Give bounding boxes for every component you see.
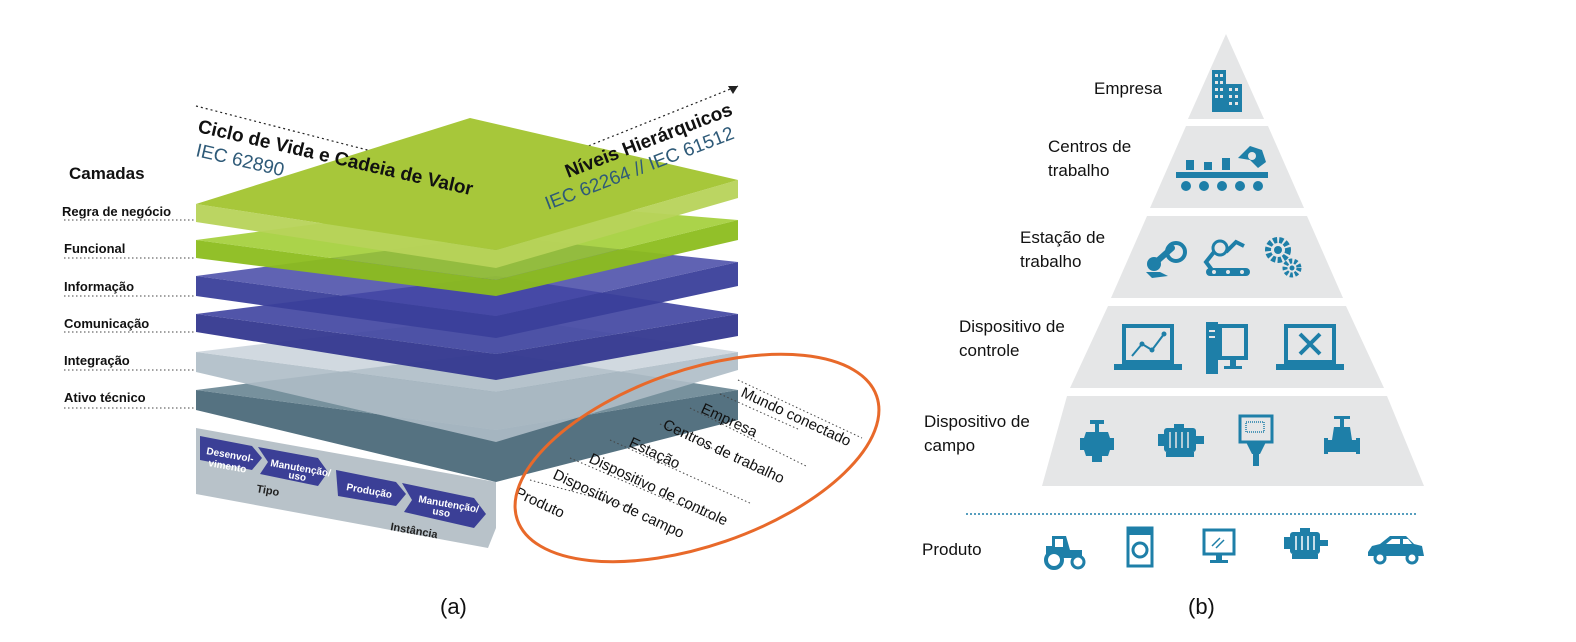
highlight-ellipse bbox=[513, 352, 881, 564]
pyramid-label-estacao-1: Estação de bbox=[1020, 228, 1105, 247]
pyramid-tier-controle bbox=[1070, 306, 1384, 388]
pipe-valve-icon bbox=[1324, 416, 1360, 454]
layers-header: Camadas bbox=[69, 164, 145, 183]
layer-label-informacao: Informação bbox=[64, 279, 134, 294]
level-mundo-conectado: Mundo conectado bbox=[738, 384, 853, 450]
slab-comunicacao bbox=[196, 314, 738, 380]
lifecycle-instance-step-2b: uso bbox=[431, 506, 450, 520]
pyramid-tier-estacao bbox=[1111, 216, 1343, 298]
layer-label-integracao: Integração bbox=[64, 353, 130, 368]
tractor-icon bbox=[1044, 536, 1086, 570]
lifecycle-type-label: Tipo bbox=[255, 483, 280, 499]
monitor-icon bbox=[1202, 528, 1236, 563]
pyramid-label-empresa: Empresa bbox=[1094, 79, 1163, 98]
pyramid-tier-campo bbox=[1042, 396, 1424, 486]
motor-icon bbox=[1158, 424, 1204, 457]
product-label: Produto bbox=[922, 540, 982, 559]
pyramid-label-estacao-2: trabalho bbox=[1020, 252, 1081, 271]
valve-icon bbox=[1080, 420, 1114, 462]
svg-text:Tipo: Tipo bbox=[255, 483, 280, 499]
caption-a: (a) bbox=[440, 594, 467, 619]
lifecycle-band: Desenvol- vimento Manutenção/ uso Tipo P… bbox=[196, 428, 496, 548]
slab-ativo-tecnico bbox=[196, 390, 738, 482]
layer-label-funcional: Funcional bbox=[64, 241, 125, 256]
slab-informacao bbox=[196, 262, 738, 338]
desktop-computer-icon bbox=[1206, 322, 1248, 374]
pyramid-label-centros-1: Centros de bbox=[1048, 137, 1131, 156]
building-icon bbox=[1212, 70, 1242, 112]
level-produto: Produto bbox=[512, 484, 567, 522]
layer-label-regra: Regra de negócio bbox=[62, 204, 171, 219]
pyramid-label-controle-1: Dispositivo de bbox=[959, 317, 1065, 336]
pyramid-label-campo-1: Dispositivo de bbox=[924, 412, 1030, 431]
rami-diagram: Desenvol- vimento Manutenção/ uso Tipo P… bbox=[62, 85, 881, 619]
pyramid-label-centros-2: trabalho bbox=[1048, 161, 1109, 180]
layer-slabs bbox=[196, 118, 738, 482]
gears-icon bbox=[1265, 237, 1302, 278]
conveyor-robot-icon bbox=[1176, 146, 1268, 191]
washing-machine-icon bbox=[1126, 526, 1154, 568]
laptop-chart-icon bbox=[1114, 324, 1182, 370]
hierarchy-axis-arrowhead bbox=[728, 86, 738, 94]
car-icon bbox=[1368, 536, 1424, 565]
control-panel-icon bbox=[1238, 414, 1274, 466]
motor-icon bbox=[1284, 528, 1328, 559]
laptop-tools-icon bbox=[1276, 324, 1344, 370]
hierarchy-leaders bbox=[529, 379, 863, 521]
layer-label-ativo: Ativo técnico bbox=[64, 390, 146, 405]
caption-b: (b) bbox=[1188, 594, 1215, 619]
lifecycle-axis-line bbox=[195, 105, 497, 184]
slab-funcional bbox=[196, 220, 738, 296]
layer-label-comunicacao: Comunicação bbox=[64, 316, 149, 331]
robot-arm-icon bbox=[1146, 241, 1187, 278]
svg-text:uso: uso bbox=[431, 506, 450, 520]
lifecycle-type-step-2b: uso bbox=[287, 470, 306, 484]
slab-integracao bbox=[196, 352, 738, 442]
svg-text:uso: uso bbox=[287, 470, 306, 484]
automation-pyramid: Empresa Centros de trabalho Estação de t… bbox=[922, 34, 1424, 619]
pyramid-label-campo-2: campo bbox=[924, 436, 975, 455]
pyramid-label-controle-2: controle bbox=[959, 341, 1019, 360]
hierarchy-axis-line bbox=[495, 85, 739, 184]
assembly-robot-icon bbox=[1203, 239, 1250, 276]
slab-regra-de-negocio bbox=[196, 180, 738, 268]
